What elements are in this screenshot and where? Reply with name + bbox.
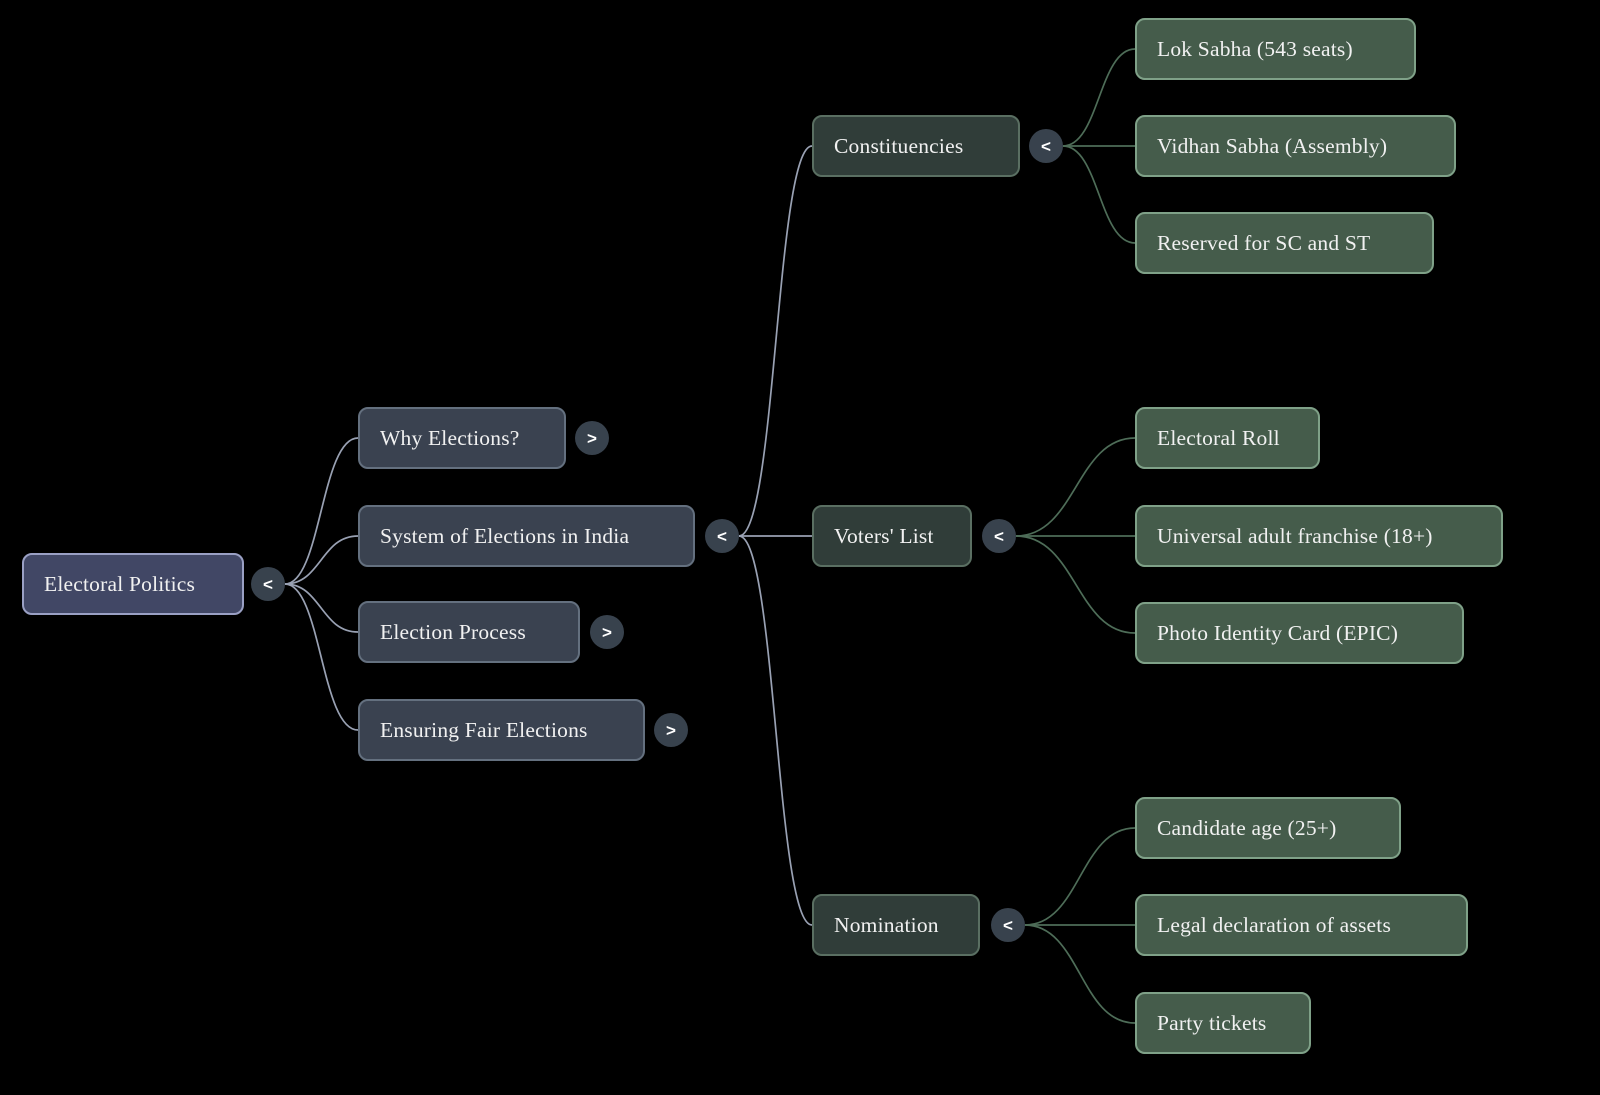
node-label: Election Process xyxy=(380,619,526,644)
collapse-button-system-of-elections[interactable]: < xyxy=(705,519,739,553)
node-label: System of Elections in India xyxy=(380,523,630,548)
edge-root-ensuring-fair-elections xyxy=(284,583,359,731)
node-label: Constituencies xyxy=(834,133,964,158)
node-electoral-politics[interactable]: Electoral Politics xyxy=(22,553,244,615)
edge-voters-electoral-roll xyxy=(1015,437,1136,537)
node-lok-sabha[interactable]: Lok Sabha (543 seats) xyxy=(1135,18,1416,80)
edge-constituencies-reserved xyxy=(1062,145,1136,244)
edge-nomination-party-tickets xyxy=(1024,924,1136,1024)
node-reserved-sc-st[interactable]: Reserved for SC and ST xyxy=(1135,212,1434,274)
collapse-button-voters-list[interactable]: < xyxy=(982,519,1016,553)
node-why-elections[interactable]: Why Elections? xyxy=(358,407,566,469)
node-nomination[interactable]: Nomination xyxy=(812,894,980,956)
node-label: Vidhan Sabha (Assembly) xyxy=(1157,133,1388,158)
expand-button-why-elections[interactable]: > xyxy=(575,421,609,455)
node-label: Photo Identity Card (EPIC) xyxy=(1157,620,1399,645)
node-label: Candidate age (25+) xyxy=(1157,815,1337,840)
edge-nomination-candidate-age xyxy=(1024,827,1136,926)
edge-root-system-of-elections xyxy=(284,535,359,585)
node-electoral-roll[interactable]: Electoral Roll xyxy=(1135,407,1320,469)
node-label: Universal adult franchise (18+) xyxy=(1157,523,1433,548)
collapse-button-electoral-politics[interactable]: < xyxy=(251,567,285,601)
node-candidate-age[interactable]: Candidate age (25+) xyxy=(1135,797,1401,859)
node-label: Electoral Politics xyxy=(44,571,196,596)
edge-root-election-process xyxy=(284,583,359,633)
edge-system-constituencies xyxy=(738,145,813,537)
node-label: Reserved for SC and ST xyxy=(1157,230,1371,255)
node-ensuring-fair-elections[interactable]: Ensuring Fair Elections xyxy=(358,699,645,761)
node-label: Ensuring Fair Elections xyxy=(380,717,588,742)
collapse-button-nomination[interactable]: < xyxy=(991,908,1025,942)
edge-constituencies-lok-sabha xyxy=(1062,48,1136,147)
expand-button-ensuring-fair-elections[interactable]: > xyxy=(654,713,688,747)
node-party-tickets[interactable]: Party tickets xyxy=(1135,992,1311,1054)
node-photo-identity-card[interactable]: Photo Identity Card (EPIC) xyxy=(1135,602,1464,664)
edge-system-nomination xyxy=(738,535,813,926)
node-vidhan-sabha[interactable]: Vidhan Sabha (Assembly) xyxy=(1135,115,1456,177)
node-system-of-elections[interactable]: System of Elections in India xyxy=(358,505,695,567)
node-constituencies[interactable]: Constituencies xyxy=(812,115,1020,177)
node-election-process[interactable]: Election Process xyxy=(358,601,580,663)
node-universal-adult-franchise[interactable]: Universal adult franchise (18+) xyxy=(1135,505,1503,567)
edge-root-why-elections xyxy=(284,437,359,585)
node-label: Legal declaration of assets xyxy=(1157,912,1392,937)
node-legal-declaration[interactable]: Legal declaration of assets xyxy=(1135,894,1468,956)
node-voters-list[interactable]: Voters' List xyxy=(812,505,972,567)
node-label: Lok Sabha (543 seats) xyxy=(1157,36,1353,61)
node-label: Why Elections? xyxy=(380,425,520,450)
node-label: Nomination xyxy=(834,912,939,937)
collapse-button-constituencies[interactable]: < xyxy=(1029,129,1063,163)
node-label: Voters' List xyxy=(834,523,934,548)
node-label: Electoral Roll xyxy=(1157,425,1280,450)
edge-voters-epic xyxy=(1015,535,1136,634)
node-label: Party tickets xyxy=(1157,1010,1267,1035)
expand-button-election-process[interactable]: > xyxy=(590,615,624,649)
